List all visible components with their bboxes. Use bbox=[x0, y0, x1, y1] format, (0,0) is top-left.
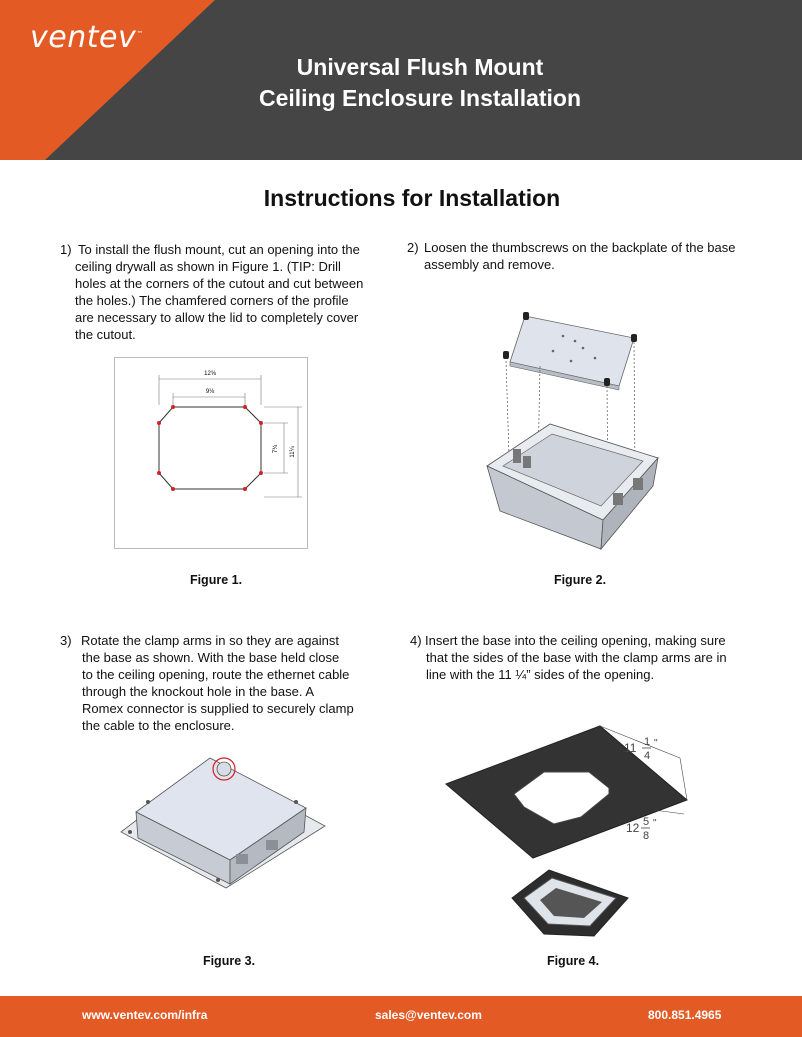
logo-trademark: ™ bbox=[136, 30, 144, 38]
step-2: 2) Loosen the thumbscrews on the backpla… bbox=[407, 239, 767, 273]
document-title: Universal Flush Mount Ceiling Enclosure … bbox=[200, 52, 640, 114]
footer-phone: 800.851.4965 bbox=[648, 1008, 722, 1022]
dim-11-den: 4 bbox=[644, 750, 650, 762]
footer-website-link[interactable]: www.ventev.com/infra bbox=[82, 1008, 208, 1022]
dim-top-outer: 12⅝ bbox=[204, 371, 217, 377]
dim-12-inch: " bbox=[653, 818, 657, 829]
step-text: Loosen the thumbscrews on the backplate … bbox=[407, 239, 767, 273]
step-line: Loosen the thumbscrews on the backplate … bbox=[424, 240, 736, 255]
page-header: ventev™ Universal Flush Mount Ceiling En… bbox=[0, 0, 802, 160]
step-line: ceiling drywall as shown in Figure 1. (T… bbox=[75, 259, 341, 274]
step-line: the holes.) The chamfered corners of the… bbox=[75, 293, 349, 308]
footer-email-link[interactable]: sales@ventev.com bbox=[375, 1008, 482, 1022]
knockout-hole bbox=[216, 761, 232, 777]
step-line: To install the flush mount, cut an openi… bbox=[78, 242, 360, 257]
step-3: 3) Rotate the clamp arms in so they are … bbox=[60, 632, 380, 734]
figure-2-caption: Figure 2. bbox=[553, 573, 607, 587]
step-line: assembly and remove. bbox=[424, 257, 555, 272]
step-line: line with the 11 ¼” sides of the opening… bbox=[426, 667, 655, 682]
dim-12-num: 5 bbox=[643, 816, 649, 828]
page-footer: www.ventev.com/infra sales@ventev.com 80… bbox=[0, 996, 802, 1037]
title-line-1: Universal Flush Mount bbox=[296, 54, 544, 80]
logo-text: ventev bbox=[30, 20, 137, 55]
ventev-logo: ventev™ bbox=[30, 20, 144, 55]
dim-12-den: 8 bbox=[643, 830, 649, 842]
step-line: are necessary to allow the lid to comple… bbox=[75, 310, 359, 325]
step-line: through the knockout hole in the base. A bbox=[82, 684, 315, 699]
figure-4-ceiling-opening: 11 1 4 " 12 5 8 " bbox=[445, 725, 688, 937]
title-line-2: Ceiling Enclosure Installation bbox=[258, 85, 582, 111]
dim-side-inner: 7¾ bbox=[273, 444, 279, 453]
dim-top-inner: 9⅛ bbox=[206, 389, 215, 395]
step-line: that the sides of the base with the clam… bbox=[426, 650, 727, 665]
step-1: 1) To install the flush mount, cut an op… bbox=[60, 241, 380, 343]
corner-drill-holes bbox=[157, 405, 263, 491]
section-title: Instructions for Installation bbox=[263, 185, 561, 211]
figure-2-exploded-assembly bbox=[486, 312, 659, 551]
step-line: Insert the base into the ceiling opening… bbox=[425, 633, 726, 648]
figure-1-cutout-diagram: 12⅝ 9⅛ 11¼ 7¾ bbox=[114, 357, 308, 549]
step-line: Romex connector is supplied to securely … bbox=[82, 701, 354, 716]
clamp-arms bbox=[236, 840, 278, 864]
step-line: the cutout. bbox=[75, 327, 136, 342]
step-line: the cable to the enclosure. bbox=[82, 718, 235, 733]
step-number: 4) bbox=[410, 633, 422, 648]
step-text: To install the flush mount, cut an openi… bbox=[60, 241, 380, 343]
dim-11-num: 1 bbox=[644, 736, 650, 748]
dim-side-outer: 11¼ bbox=[290, 445, 296, 457]
thumbscrew-icons bbox=[503, 312, 637, 386]
figure-1-caption: Figure 1. bbox=[189, 573, 243, 587]
step-text: Rotate the clamp arms in so they are aga… bbox=[60, 632, 380, 734]
dim-12-whole: 12 bbox=[626, 821, 640, 835]
figure-3-caption: Figure 3. bbox=[202, 954, 256, 968]
step-line: to the ceiling opening, route the ethern… bbox=[82, 667, 350, 682]
figure-4-caption: Figure 4. bbox=[546, 954, 600, 968]
step-line: Rotate the clamp arms in so they are aga… bbox=[81, 633, 339, 648]
step-line: the base as shown. With the base held cl… bbox=[82, 650, 340, 665]
step-number: 3) bbox=[60, 633, 72, 648]
figure-3-base-with-clamps bbox=[120, 757, 326, 889]
knockout-highlight bbox=[212, 757, 236, 781]
header-accent-shape bbox=[0, 0, 215, 160]
step-4: 4) Insert the base into the ceiling open… bbox=[410, 632, 770, 683]
step-number: 2) bbox=[407, 240, 419, 255]
step-line: holes at the corners of the cutout and c… bbox=[75, 276, 364, 291]
ceiling-opening bbox=[513, 771, 610, 825]
dim-11-inch: " bbox=[654, 738, 658, 749]
step-number: 1) bbox=[60, 242, 72, 257]
step-text: Insert the base into the ceiling opening… bbox=[410, 632, 770, 683]
dim-11-whole: 11 bbox=[624, 741, 637, 755]
